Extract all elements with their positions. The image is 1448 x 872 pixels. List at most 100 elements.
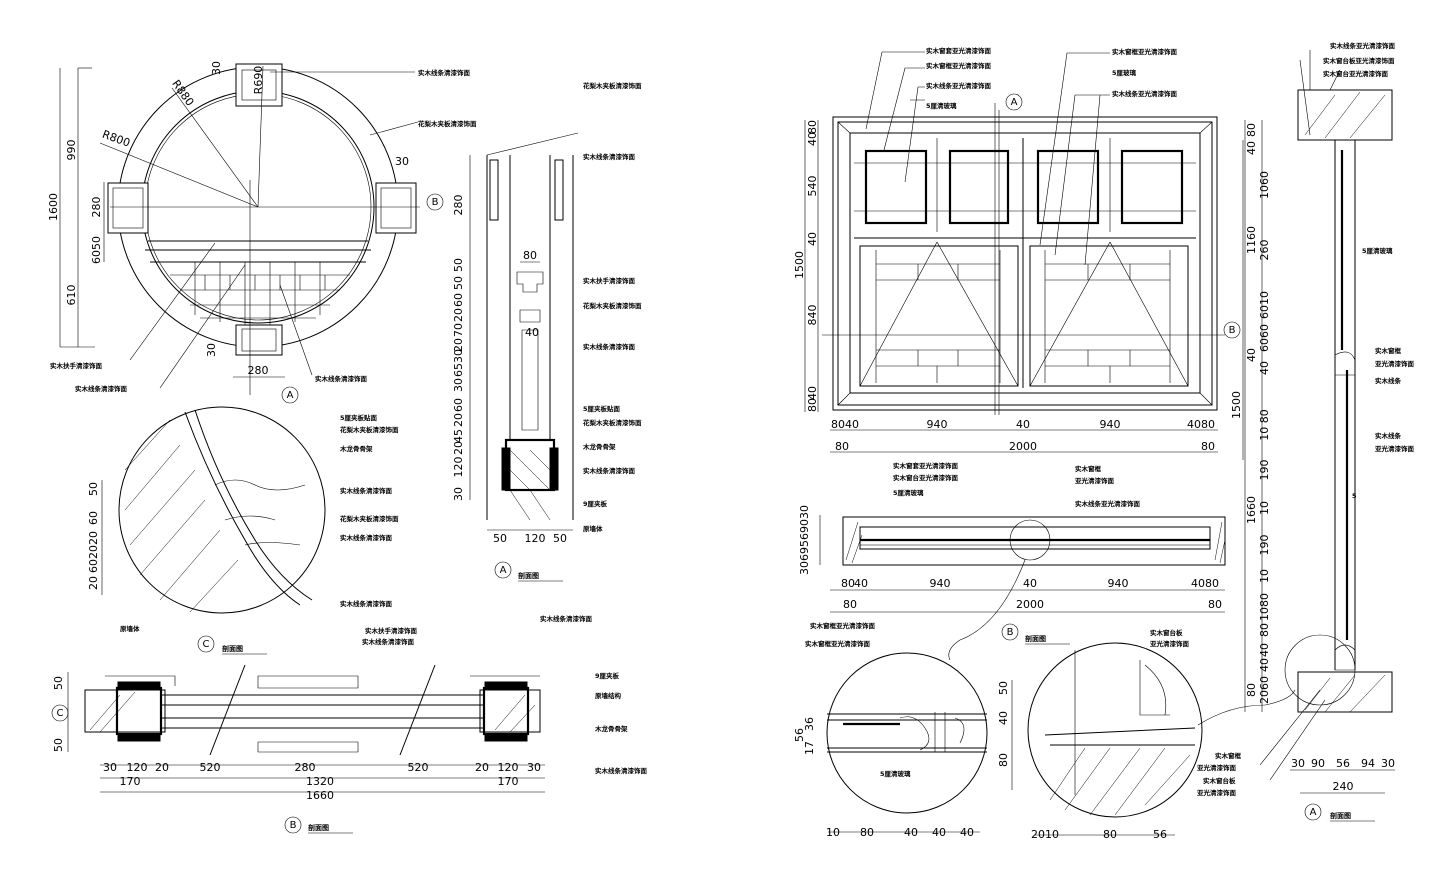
annotation-note: 5厘清玻璃 [893,488,924,497]
annotation-note: 实木线条亚光清漆饰面 [1112,89,1178,98]
dimension-label: 56 [1153,828,1167,841]
dimension-label: R690 [252,66,265,95]
section-marker: B [284,816,302,834]
annotation-note: 实木窗台亚光清漆饰面 [1323,69,1389,78]
dimension-label: 80 [835,440,849,453]
dimension-label: 80 [843,598,857,611]
dimension-label: 20 [475,761,489,774]
annotation-note: 花梨木夹板清漆饰面 [340,425,399,434]
section-marker: A [494,561,512,579]
dimension-label: 540 [806,176,819,197]
dimension-label: 80 [997,753,1010,767]
annotation-note: 实木窗框亚光清漆饰面 [926,61,992,70]
annotation-note: 实木窗套亚光清漆饰面 [893,461,959,470]
marker-circle [284,816,302,834]
marker-circle [426,193,444,211]
dimension-label: 3069569030 [798,505,811,575]
dimension-label: 40 [806,132,819,146]
dimension-label: 1500 [1230,391,1243,419]
annotation-note: 实木线条 [1375,376,1402,385]
dimension-label: 80 [1245,123,1258,137]
dimension-label: 940 [927,418,948,431]
window-plan-b [819,515,1226,661]
annotation-note: 实木扶手清漆饰面 [365,626,418,635]
annotation-note: 实木线条清漆饰面 [583,152,636,161]
dimension-label: 1660 [1245,496,1258,524]
annotation-note: 实木线条清漆饰面 [315,374,368,383]
annotation-note: 实木扶手清漆饰面 [583,276,636,285]
section-marker: B [1001,623,1019,641]
dimension-label: 40 [1258,643,1271,657]
dimension-label: 30 [1381,757,1395,770]
marker-letter: C [57,708,64,719]
dimension-label: 80 [841,577,855,590]
marker-circle [281,386,299,404]
dimension-label: 30 [452,378,465,392]
annotation-note: 木龙骨骨架 [339,444,373,453]
dimension-label: 80 [860,826,874,839]
section-marker: B [1223,321,1241,339]
dimension-label: 170 [498,775,519,788]
dimension-label: 940 [930,577,951,590]
annotation-note: 花梨木夹板清漆饰面 [583,301,642,310]
annotation-note: 实木线条清漆饰面 [418,68,471,77]
marker-letter: A [1310,807,1317,818]
dimension-label: 170 [120,775,141,788]
dimension-label: 94 [1361,757,1375,770]
dimension-label: 30 [1291,757,1305,770]
dimension-label: 50 [493,532,507,545]
dimension-label: 45 [452,429,465,443]
dimension-label: 120 [498,761,519,774]
dimension-label: 80 [1201,440,1215,453]
dimension-label: 520 [200,761,221,774]
dimension-label: 20 [452,441,465,455]
annotation-note: 亚光清漆饰面 [1150,639,1190,648]
view-title: 剖面图 [222,644,243,653]
dimension-label: 240 [1333,780,1354,793]
dimension-label: 60 [452,293,465,307]
annotation-note: 实木线条亚光清漆饰面 [926,81,992,90]
dimension-label: 50 [997,681,1010,695]
dimension-label: 80 [1201,418,1215,431]
annotation-note: 实木线条清漆饰面 [340,533,393,542]
annotation-note: 实木线条 [1375,431,1402,440]
dimension-label: 10 [1258,501,1271,515]
annotation-note: 实木窗台亚光清漆饰面 [893,473,959,482]
annotation-note: 亚光清漆饰面 [1375,444,1415,453]
dimension-label: 20 [155,761,169,774]
annotation-note: 亚光清漆饰面 [1197,788,1237,797]
annotation-note: 原墙体 [120,624,140,633]
dimension-label: 40 [1187,418,1201,431]
column-section-a [469,132,579,531]
annotation-note: 实木窗框 [1215,751,1242,760]
marker-letter: B [1229,325,1236,336]
annotation-note: 实木窗套亚光清漆饰面 [926,46,992,55]
dimension-label: 120 [452,457,465,478]
dimension-label: 80 [1205,577,1219,590]
marker-circle [1223,321,1241,339]
dimension-label: R800 [101,128,132,150]
annotation-note: 实木线条清漆饰面 [583,342,636,351]
dimension-label: 60 [87,511,100,525]
round-window-elevation [59,63,420,395]
dimension-label: 80 [1245,683,1258,697]
annotation-note: 9厘夹板 [595,671,620,680]
annotation-note: 实木窗台板 [1203,776,1236,785]
dimension-label: 2000 [1016,598,1044,611]
annotation-note: 5 [1352,492,1357,500]
dimension-label: 1060 [1258,171,1271,199]
annotation-note: 实木线条清漆饰面 [75,384,128,393]
annotation-note: 花梨木夹板清漆饰面 [340,514,399,523]
annotation-note: 亚光清漆饰面 [1375,359,1415,368]
view-title: 剖面图 [308,823,329,832]
dimension-label: 40 [1245,348,1258,362]
annotation-note: 9厘夹板 [583,499,608,508]
dimension-label: 10 80 [1258,409,1271,441]
annotation-note: 实木窗台板亚光清漆饰面 [1323,56,1395,65]
dimension-label: 50 [52,676,65,690]
dimension-label: 20 [87,531,100,545]
section-marker: A [1304,803,1322,821]
dimension-label: 40 [932,826,946,839]
marker-letter: B [432,197,439,208]
